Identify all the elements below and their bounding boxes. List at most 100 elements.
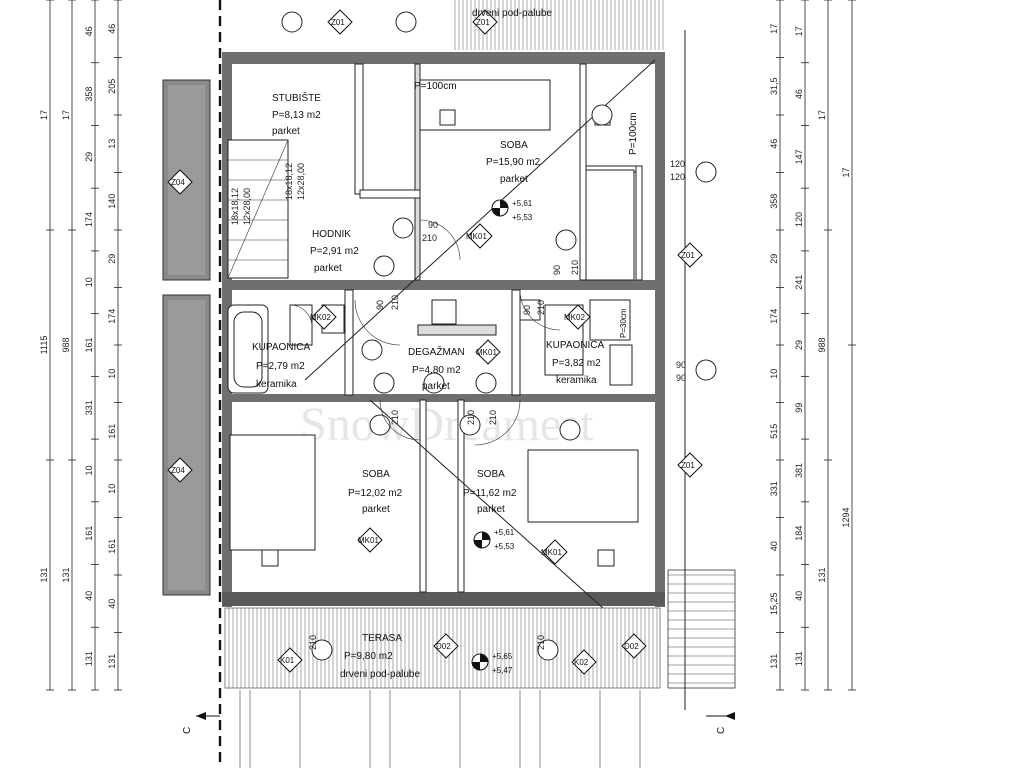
room-floor-hodnik: parket	[314, 263, 342, 274]
tag-z04-lower: Z04	[171, 466, 185, 475]
right-dim-col2-label: 29	[794, 340, 804, 350]
right-dim-col2-label: 241	[794, 275, 804, 290]
door-dim-2b: 210	[570, 260, 580, 275]
left-dim-inner2-label: 161	[107, 539, 117, 554]
left-dim-inner2-label: 140	[107, 194, 117, 209]
stair: 18x18,12 12x28,00 18x18,12 12x28,00	[227, 139, 306, 279]
left-dim-inner-label: 10	[84, 277, 94, 287]
left-dim-inner-label: 331	[84, 400, 94, 415]
section-mark-right: C	[716, 727, 727, 734]
left-dim-inner2-label: 40	[107, 599, 117, 609]
right-dim-col1-label: 131	[769, 654, 779, 669]
left-dim-inner2-label: 29	[107, 254, 117, 264]
door-dim-6: 210	[466, 410, 476, 425]
right-dim-col3-label: 17	[817, 110, 827, 120]
left-dim-outer-label: 1115	[39, 336, 49, 355]
tag-k02: K02	[574, 658, 589, 667]
left-dim-inner-label: 10	[84, 465, 94, 475]
door-dim-5: 210	[390, 410, 400, 425]
notes: P=100cm P=100cm P=30cm	[414, 81, 639, 338]
room-name-stubiste: STUBIŠTE	[272, 91, 321, 104]
tag-mk02-left: MK02	[310, 313, 331, 322]
room-area-soba-left: P=12,02 m2	[348, 488, 403, 499]
right-dim-col3-label: 988	[817, 337, 827, 352]
door-dim-10: 120	[670, 159, 685, 169]
tag-mk02-right: MK02	[564, 313, 585, 322]
right-dim-col2-label: 381	[794, 463, 804, 478]
stair-note-b: 12x28,00	[242, 188, 252, 225]
room-name-terasa: TERASA	[362, 633, 402, 644]
door-dim-3b: 210	[390, 295, 400, 310]
outer-walls	[222, 52, 665, 607]
door-dims: 90 210 90 210 90 210 90 210 210 210 210 …	[308, 159, 686, 650]
right-dim-col1-label: 46	[769, 139, 779, 149]
tag-mk01-right: MK01	[541, 548, 562, 557]
tag-z01-top-right: Z01	[476, 18, 490, 27]
door-swings	[289, 219, 561, 446]
door-dim-1: 90	[428, 220, 438, 230]
room-labels: STUBIŠTE P=8,13 m2 parket SOBA P=15,90 m…	[252, 8, 604, 680]
left-dim-inner2-label: 161	[107, 424, 117, 439]
note-p100-vertical: P=100cm	[628, 112, 639, 155]
room-name-kupaonica-right: KUPAONICA	[546, 340, 604, 351]
left-dim-inner2-label: 131	[107, 654, 117, 669]
room-name-kupaonica-left: KUPAONICA	[252, 342, 310, 353]
level-terrace-1: +5,65	[492, 652, 513, 661]
left-dim-inner2-label: 10	[107, 484, 117, 494]
room-area-stubiste: P=8,13 m2	[272, 110, 321, 121]
left-dim-inner2-label: 13	[107, 139, 117, 149]
right-dim-col1-label: 10	[769, 369, 779, 379]
dimension-lines: 17 1115 131 17 988 131 46 358 29 174 10 161 331 10 161…	[39, 0, 856, 691]
room-area-degazman: P=4,80 m2	[412, 365, 461, 376]
right-dim-col1-label: 515	[769, 424, 779, 439]
room-name-degazman: DEGAŽMAN	[408, 345, 465, 358]
room-area-kupaonica-left: P=2,79 m2	[256, 361, 305, 372]
tag-mk01-top: MK01	[466, 232, 487, 241]
left-dim-mid-label: 17	[61, 110, 71, 120]
left-dim-inner-label: 161	[84, 337, 94, 352]
tag-d02-left: D02	[436, 642, 451, 651]
section-mark-left: C	[182, 727, 193, 734]
left-dim-outer-label: 131	[39, 567, 49, 582]
left-dim-inner2-label: 10	[107, 369, 117, 379]
left-dim-inner2-label: 46	[107, 24, 117, 34]
level-top-2: +5,53	[512, 213, 533, 222]
left-dim-inner-label: 29	[84, 152, 94, 162]
door-dim-10b: 120	[670, 172, 685, 182]
tag-k01: K01	[280, 656, 295, 665]
right-dim-col2-label: 17	[794, 26, 804, 36]
left-dim-inner-label: 358	[84, 87, 94, 102]
top-balcony-planks	[454, 0, 664, 50]
inner-walls	[344, 63, 643, 593]
right-dim-col2-label: 99	[794, 403, 804, 413]
door-dim-4: 90	[522, 305, 532, 315]
left-dim-mid-label: 988	[61, 337, 71, 352]
right-dim-col2-label: 40	[794, 591, 804, 601]
right-dim-col2-label: 184	[794, 526, 804, 541]
diamond-tag-labels: Z01 Z01 Z04 Z04 Z01 Z01 MK01 MK01 MK01 M…	[171, 18, 695, 667]
left-dim-inner-label: 40	[84, 591, 94, 601]
deck-planks	[228, 608, 658, 688]
room-floor-kupaonica-right: keramika	[556, 375, 597, 386]
right-dim-col2-label: 131	[794, 651, 804, 666]
right-dim-col1-label: 29	[769, 254, 779, 264]
tag-mk01-left: MK01	[358, 536, 379, 545]
level-terrace-2: +5,47	[492, 666, 513, 675]
right-dim-col2-label: 120	[794, 212, 804, 227]
stair-note-d: 12x28,00	[296, 163, 306, 200]
right-dim-col1-label: 358	[769, 194, 779, 209]
step-frame	[667, 569, 736, 689]
room-area-soba-right: P=11,62 m2	[463, 488, 517, 499]
left-dim-inner-label: 174	[84, 212, 94, 227]
room-name-hodnik: HODNIK	[312, 229, 351, 240]
note-p30: P=30cm	[619, 308, 628, 338]
right-dim-col1-label: 31,5	[769, 77, 779, 95]
room-floor-soba-left: parket	[362, 504, 390, 515]
door-circles	[281, 11, 717, 661]
room-area-kupaonica-right: P=3,82 m2	[552, 358, 601, 369]
door-dim-2: 90	[552, 265, 562, 275]
stair-note-a: 18x18,12	[230, 188, 240, 225]
room-name-soba-right: SOBA	[477, 469, 505, 480]
left-dim-inner-label: 131	[84, 651, 94, 666]
